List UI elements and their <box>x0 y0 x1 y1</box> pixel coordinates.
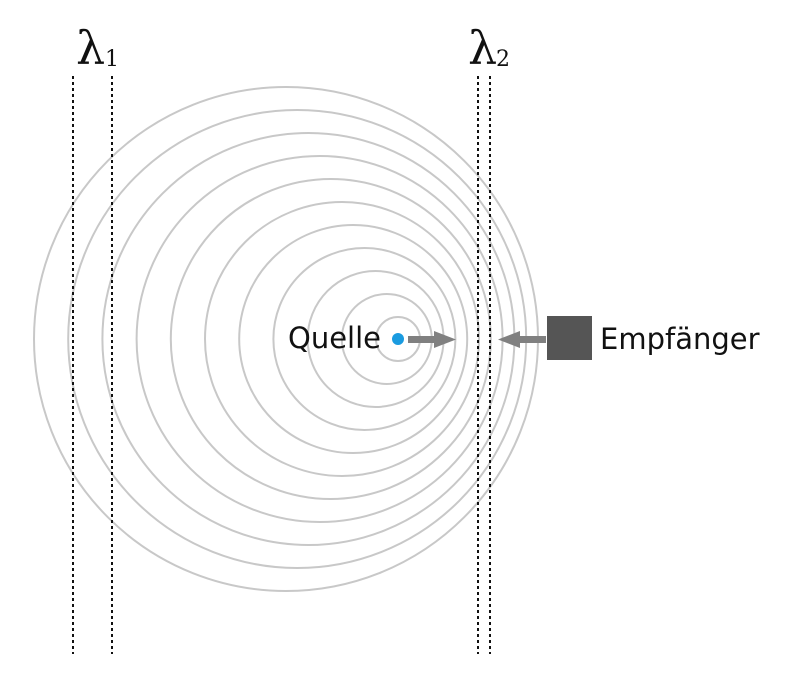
lambda1-symbol: λ <box>76 21 105 75</box>
wavefront-circle <box>272 247 457 431</box>
source-dot <box>392 333 404 345</box>
wavefront-circle <box>204 201 480 477</box>
receiver-box <box>547 316 592 360</box>
source-arrow <box>408 331 456 348</box>
source-label: Quelle <box>288 321 381 355</box>
receiver-label: Empfänger <box>600 322 760 356</box>
wavefront-circle <box>169 178 492 500</box>
wavefront-circle <box>33 86 539 592</box>
lambda2-symbol: λ <box>468 21 497 75</box>
lambda1-subscript: 1 <box>105 47 119 72</box>
receiver-arrow <box>498 331 546 348</box>
wavefront-circle <box>238 224 469 454</box>
wavefront-circles <box>33 86 539 592</box>
lambda2-subscript: 2 <box>496 47 510 72</box>
